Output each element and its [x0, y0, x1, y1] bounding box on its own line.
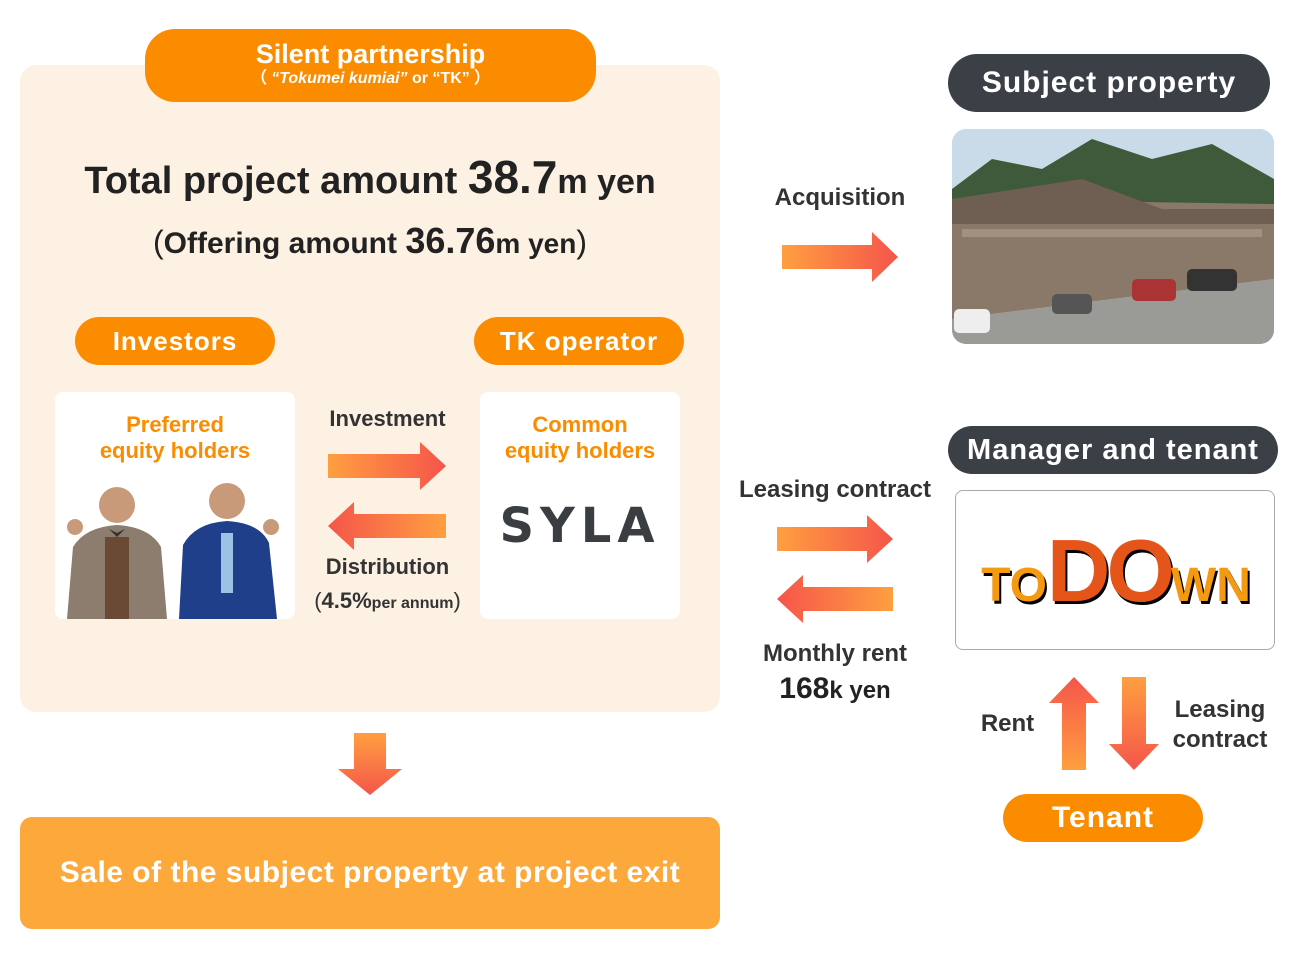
rent-label: Rent	[980, 710, 1035, 737]
investment-arrow-icon	[328, 442, 446, 490]
subject-property-photo	[952, 129, 1274, 344]
offering-unit: m yen	[495, 228, 577, 259]
rent-up-arrow-icon	[1049, 677, 1099, 770]
manager-tenant-pill: Manager and tenant	[948, 426, 1278, 474]
total-project-amount: Total project amount 38.7m yen	[20, 150, 720, 204]
rate-unit: per annum	[371, 595, 454, 612]
investors-pill: Investors	[75, 317, 275, 365]
acquisition-label: Acquisition	[774, 184, 906, 211]
preferred-line1: Preferred	[126, 412, 224, 437]
total-label: Total project amount	[84, 160, 468, 202]
leasing-contract-label: Leasing contract	[738, 476, 932, 503]
rent-unit: k yen	[829, 677, 891, 704]
leasing-down-arrow-icon	[1109, 677, 1159, 770]
rate-open: (	[314, 588, 322, 613]
monthly-rent-value: 168k yen	[740, 672, 930, 706]
project-exit-label: Sale of the subject property at project …	[59, 856, 681, 889]
subtitle-rest: or “TK” ）	[407, 70, 491, 87]
common-line1: Common	[532, 412, 628, 437]
subject-property-pill: Subject property	[948, 54, 1270, 112]
leasing-line2: contract	[1172, 726, 1268, 753]
exit-down-arrow-icon	[338, 733, 402, 795]
todown-logo-box: TODOWN	[955, 490, 1275, 650]
rate-close: )	[453, 588, 461, 613]
silent-partnership-title: Silent partnership	[255, 39, 486, 69]
offering-label: Offering amount	[163, 227, 406, 260]
investor-people-photo	[67, 483, 279, 619]
distribution-label: Distribution	[325, 554, 450, 579]
rent-number: 168	[779, 672, 830, 705]
leasing-contract-arrow-icon	[777, 515, 893, 563]
acquisition-arrow-icon	[782, 232, 898, 282]
paren-close: )	[576, 224, 587, 260]
project-exit-box: Sale of the subject property at project …	[20, 817, 720, 929]
investment-label: Investment	[329, 406, 446, 431]
rate-value: 4.5%	[321, 588, 372, 613]
tenant-pill: Tenant	[1003, 794, 1203, 842]
common-line2: equity holders	[504, 438, 656, 463]
leasing-contract-2-label: Leasing contract	[1165, 695, 1275, 755]
offering-value: 36.76	[405, 220, 496, 261]
total-unit: m yen	[557, 163, 656, 201]
subtitle-open: （	[250, 70, 272, 87]
paren-open: (	[153, 224, 164, 260]
subtitle-italic: “Tokumei kumiai”	[271, 70, 408, 87]
distribution-rate: (4.5%per annum)	[295, 588, 480, 614]
offering-amount: (Offering amount 36.76m yen)	[20, 220, 720, 262]
leasing-line1: Leasing	[1174, 696, 1266, 723]
todown-logo: TODOWN	[981, 521, 1251, 620]
silent-partnership-pill: Silent partnership （ “Tokumei kumiai” or…	[145, 29, 596, 102]
monthly-rent-label: Monthly rent	[763, 640, 907, 667]
syla-logo: SYLA	[499, 498, 661, 554]
total-value: 38.7	[467, 151, 558, 203]
preferred-line2: equity holders	[99, 438, 251, 463]
distribution-arrow-icon	[328, 502, 446, 550]
silent-partnership-subtitle: （ “Tokumei kumiai” or “TK” ）	[145, 69, 596, 89]
tk-operator-pill: TK operator	[474, 317, 684, 365]
monthly-rent-arrow-icon	[777, 575, 893, 623]
